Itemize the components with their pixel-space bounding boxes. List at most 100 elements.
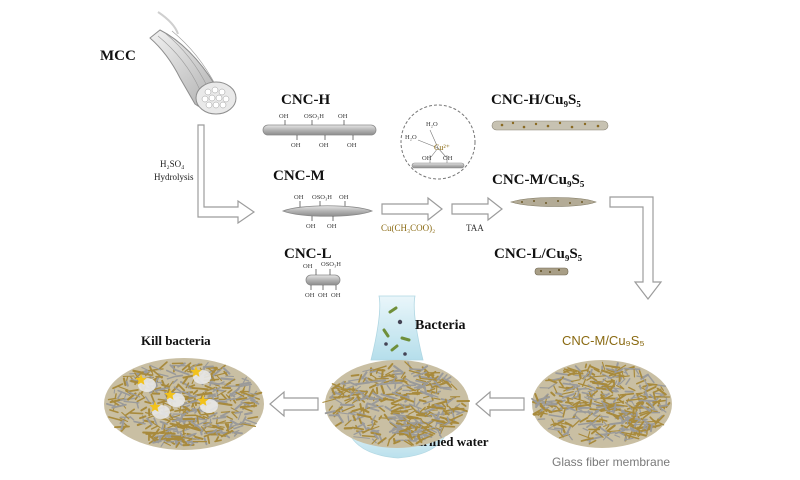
fiber	[415, 437, 425, 445]
fiber	[556, 406, 561, 412]
fiber	[189, 399, 198, 404]
fiber	[649, 416, 657, 424]
fiber	[577, 391, 580, 397]
fiber	[390, 403, 400, 409]
fiber	[587, 430, 591, 438]
fiber	[561, 393, 576, 399]
cnc-h-label: CNC-H	[281, 92, 330, 108]
fiber	[606, 386, 622, 390]
fiber	[391, 391, 405, 398]
fiber	[413, 383, 429, 389]
fiber	[606, 410, 616, 413]
fiber	[433, 375, 439, 381]
fiber	[250, 399, 260, 405]
fiber	[214, 439, 222, 443]
fiber	[577, 422, 591, 426]
fiber	[574, 365, 582, 373]
oh-group: OH	[318, 292, 328, 299]
fiber	[559, 404, 574, 407]
fiber	[406, 436, 415, 439]
fiber	[387, 439, 391, 447]
fiber	[134, 393, 140, 401]
fiber	[212, 425, 224, 431]
fiber	[400, 371, 406, 379]
fiber	[216, 375, 222, 381]
fiber	[600, 393, 606, 402]
fiber	[562, 382, 579, 387]
fiber	[422, 434, 434, 440]
fiber	[150, 425, 159, 430]
fiber	[429, 382, 433, 389]
fiber	[624, 435, 628, 442]
fiber	[426, 405, 444, 409]
membrane-fabrication-arrow	[609, 196, 663, 300]
fiber	[211, 382, 228, 385]
kill-spark-icon	[197, 395, 209, 406]
fiber	[649, 393, 656, 400]
fiber	[133, 420, 146, 425]
fiber	[605, 394, 614, 399]
fiber	[356, 413, 372, 419]
fiber	[618, 426, 625, 431]
fiber	[408, 410, 417, 415]
fiber	[420, 426, 430, 429]
fiber	[422, 421, 433, 428]
fiber	[423, 383, 427, 393]
fiber	[237, 412, 242, 420]
fiber	[625, 378, 631, 386]
fiber	[608, 370, 624, 377]
membrane-material-label: CNC-M/Cu₉S₅	[562, 333, 645, 348]
fiber	[169, 364, 177, 371]
fiber	[381, 368, 384, 378]
h2o-ligand: H₂O	[426, 121, 438, 128]
fiber	[461, 402, 467, 407]
fiber	[189, 441, 196, 447]
fiber	[409, 403, 417, 412]
fiber	[405, 419, 412, 424]
kill-spark-icon	[190, 366, 202, 377]
fiber	[633, 429, 643, 434]
fiber	[647, 374, 655, 384]
fiber	[120, 420, 125, 431]
fiber	[426, 429, 436, 435]
fiber	[553, 427, 564, 430]
fiber	[371, 391, 384, 400]
fiber	[389, 422, 397, 428]
fiber	[241, 388, 245, 394]
fiber	[540, 400, 557, 405]
fiber	[370, 415, 377, 424]
fiber	[187, 437, 194, 442]
fiber	[417, 375, 433, 380]
fiber	[409, 368, 421, 371]
fiber	[175, 441, 181, 448]
fiber	[593, 368, 600, 373]
fiber	[638, 407, 642, 417]
fiber	[115, 400, 125, 406]
fiber	[205, 386, 216, 392]
fiber	[196, 408, 201, 415]
membrane-filtering	[322, 360, 470, 448]
fiber	[108, 416, 123, 422]
fiber	[450, 413, 464, 421]
fiber	[586, 419, 597, 429]
cnc-l-cu9s5-rod	[534, 267, 569, 276]
fiber	[638, 370, 643, 379]
fiber	[155, 376, 160, 383]
fiber	[127, 391, 141, 398]
fiber	[578, 433, 591, 439]
fiber	[159, 420, 168, 426]
fiber	[419, 390, 434, 398]
fiber	[580, 437, 594, 442]
fiber	[391, 372, 406, 376]
fiber	[177, 383, 186, 392]
cu-coordination-inset: H₂O H₂O Cu²⁺ OH OH	[400, 104, 476, 180]
fiber	[347, 415, 350, 423]
fiber	[552, 377, 562, 381]
fiber	[403, 439, 413, 446]
fiber	[341, 382, 351, 385]
fiber	[588, 390, 599, 399]
fiber	[332, 406, 343, 415]
fiber	[385, 370, 394, 376]
fiber	[645, 402, 653, 408]
